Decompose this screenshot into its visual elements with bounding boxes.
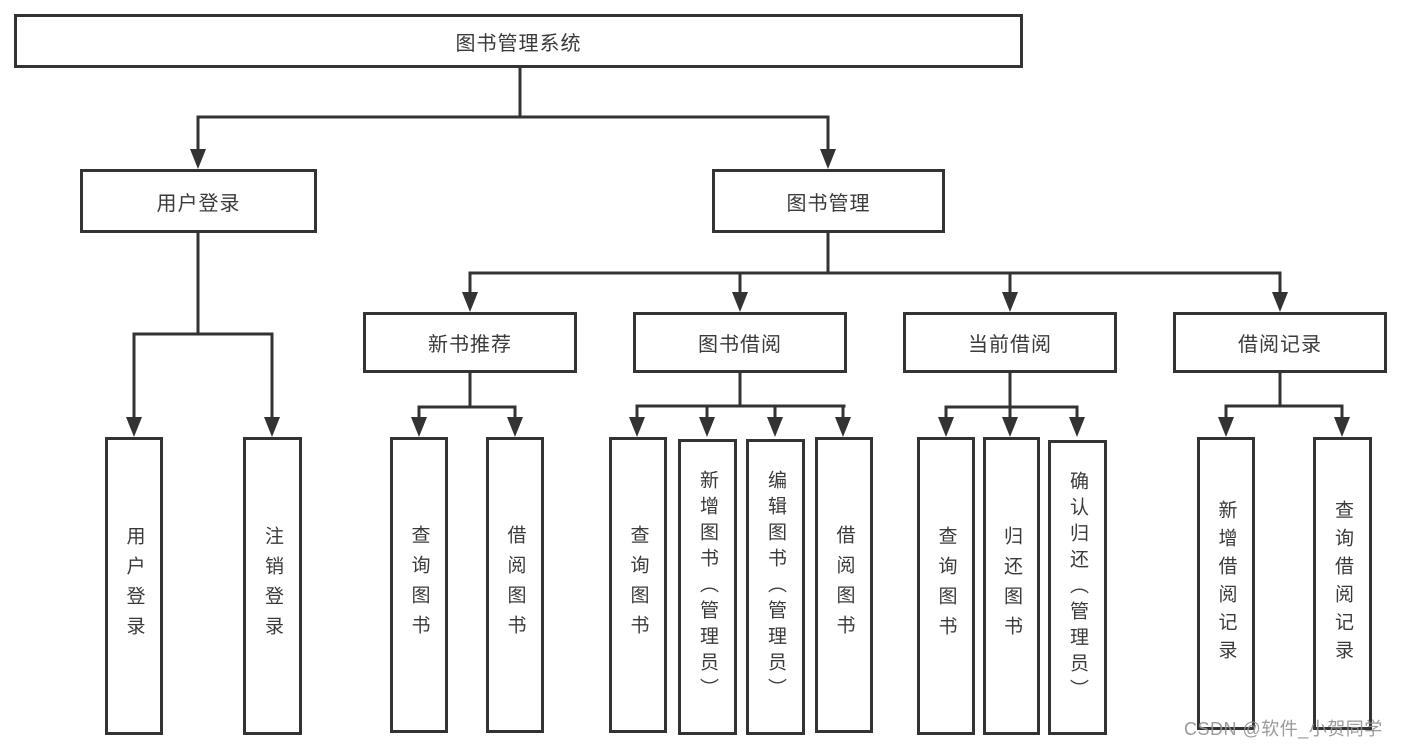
- leaf-query-books-a: 查询图书: [390, 437, 448, 733]
- connector-root-to-level2: [196, 68, 830, 152]
- node-book-borrowing: 图书借阅: [633, 312, 847, 373]
- connector-book-management-to-children: [468, 233, 1282, 295]
- leaf-borrow-books-b: 借阅图书: [815, 437, 873, 733]
- leaf-query-books-b-label: 查询图书: [627, 525, 649, 645]
- connector-current-borrowing-to-children: [944, 373, 1079, 420]
- leaf-logout-label: 注销登录: [262, 526, 283, 646]
- connector-new-book-to-children: [417, 373, 517, 420]
- arrow-to-leaf-borrow-books-a: [507, 417, 523, 437]
- leaf-add-book-admin: 新增图书（管理员）: [678, 439, 737, 735]
- leaf-logout: 注销登录: [243, 437, 302, 735]
- leaf-confirm-return-admin: 确认归还（管理员）: [1048, 440, 1107, 735]
- arrowheads: [126, 149, 1350, 437]
- leaf-borrow-books-a: 借阅图书: [486, 437, 544, 733]
- node-user-login-label: 用户登录: [156, 192, 241, 215]
- arrow-to-leaf-borrow-books-b: [835, 417, 851, 437]
- arrow-to-borrowing-records: [1272, 292, 1288, 312]
- leaf-query-books-c: 查询图书: [917, 437, 975, 735]
- arrow-to-leaf-add-record: [1218, 417, 1234, 437]
- arrow-to-leaf-logout: [264, 417, 280, 437]
- arrow-to-current-borrowing: [1002, 292, 1018, 312]
- connector-user-login-to-children: [132, 233, 274, 420]
- node-borrowing-records: 借阅记录: [1173, 312, 1387, 373]
- leaf-add-borrow-record: 新增借阅记录: [1197, 437, 1255, 730]
- arrow-to-leaf-edit-book: [767, 417, 783, 437]
- leaf-query-borrow-record-label: 查询借阅记录: [1332, 499, 1353, 668]
- node-new-book-recommend-label: 新书推荐: [428, 334, 512, 356]
- leaf-borrow-books-b-label: 借阅图书: [833, 525, 855, 645]
- node-book-management-label: 图书管理: [786, 192, 871, 215]
- connector-borrowing-records-to-children: [1224, 373, 1344, 420]
- arrow-to-leaf-return-book: [1002, 417, 1018, 437]
- arrow-to-leaf-query-books-c: [938, 417, 954, 437]
- connector-book-borrowing-to-children: [635, 373, 846, 420]
- arrow-to-book-borrowing: [732, 292, 748, 312]
- leaf-query-books-c-label: 查询图书: [935, 526, 957, 646]
- node-library-management-system-label: 图书管理系统: [455, 32, 582, 55]
- node-borrowing-records-label: 借阅记录: [1238, 334, 1322, 356]
- arrow-to-leaf-add-book: [699, 417, 715, 437]
- leaf-add-book-admin-label: 新增图书（管理员）: [697, 470, 718, 704]
- arrow-to-leaf-query-books-a: [411, 417, 427, 437]
- node-current-borrowing-label: 当前借阅: [968, 334, 1052, 356]
- node-user-login: 用户登录: [80, 169, 317, 233]
- node-library-management-system: 图书管理系统: [14, 14, 1023, 68]
- leaf-edit-book-admin-label: 编辑图书（管理员）: [765, 470, 786, 704]
- node-new-book-recommend: 新书推荐: [363, 312, 577, 373]
- leaf-user-login-label: 用户登录: [123, 526, 145, 646]
- leaf-add-borrow-record-label: 新增借阅记录: [1215, 499, 1237, 668]
- node-book-borrowing-label: 图书借阅: [698, 334, 782, 356]
- node-current-borrowing: 当前借阅: [903, 312, 1117, 373]
- leaf-query-borrow-record: 查询借阅记录: [1313, 437, 1372, 730]
- arrow-to-leaf-query-record: [1334, 417, 1350, 437]
- arrow-to-book-management: [820, 149, 836, 169]
- csdn-watermark: CSDN @软件_小贺同学: [1184, 719, 1383, 739]
- leaf-query-books-a-label: 查询图书: [408, 525, 430, 645]
- arrow-to-user-login: [190, 149, 206, 169]
- arrow-to-leaf-user-login: [126, 417, 142, 437]
- arrow-to-leaf-query-books-b: [629, 417, 645, 437]
- arrow-to-new-book-recommend: [462, 292, 478, 312]
- leaf-user-login: 用户登录: [105, 437, 163, 735]
- arrow-to-leaf-confirm-return: [1069, 417, 1085, 437]
- leaf-return-book-label: 归还图书: [1001, 526, 1022, 646]
- leaf-confirm-return-admin-label: 确认归还（管理员）: [1067, 470, 1088, 705]
- leaf-edit-book-admin: 编辑图书（管理员）: [746, 439, 805, 735]
- leaf-return-book: 归还图书: [983, 437, 1040, 735]
- leaf-query-books-b: 查询图书: [609, 437, 667, 733]
- node-book-management: 图书管理: [712, 169, 945, 233]
- leaf-borrow-books-a-label: 借阅图书: [504, 525, 526, 645]
